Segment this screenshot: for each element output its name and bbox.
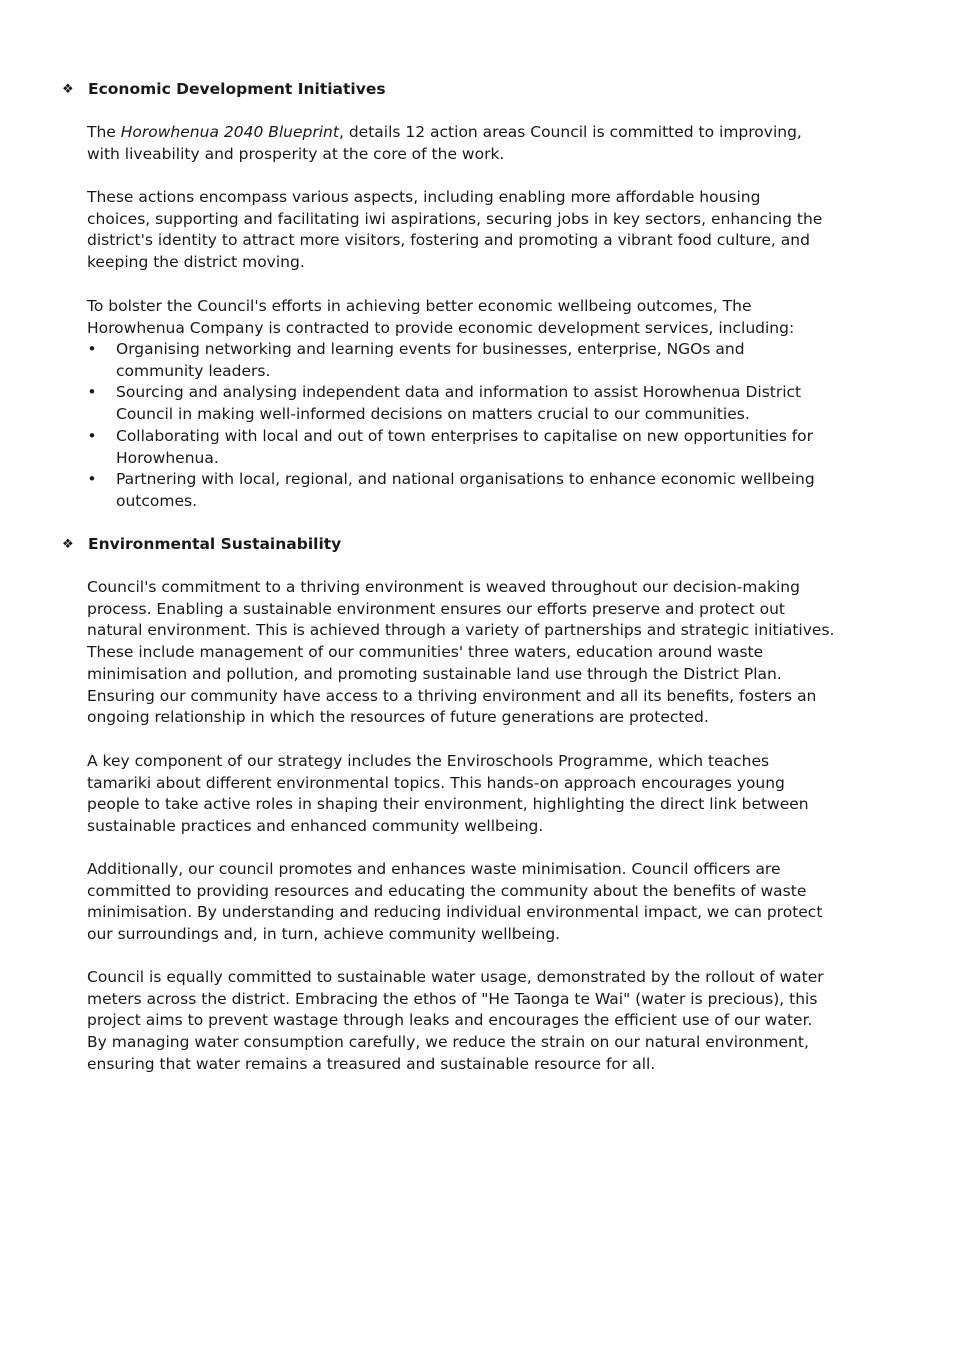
section-heading-economic: ❖ Economic Development Initiatives [62,79,386,101]
bullet-dot-icon: • [87,470,97,489]
diamond-dots-icon: ❖ [62,82,74,97]
enviroschools-paragraph: A key component of our strategy includes… [87,752,809,836]
section-heading-text: Economic Development Initiatives [88,80,386,98]
economic-company-paragraph: To bolster the Council's efforts in achi… [87,297,795,337]
bullet-dot-icon: • [87,383,97,402]
list-item: • Sourcing and analysing independent dat… [87,383,802,424]
environment-commitment-paragraph: Council's commitment to a thriving envir… [87,578,835,727]
section-heading-environmental: ❖ Environmental Sustainability [62,534,341,556]
section-heading-text: Environmental Sustainability [88,535,342,553]
list-item: • Organising networking and learning eve… [87,340,745,380]
blueprint-title: Horowhenua 2040 Blueprint [120,123,339,141]
economic-services-list: • Organising networking and learning eve… [87,339,917,513]
list-item: • Collaborating with local and out of to… [87,426,814,467]
intro-line-2: with liveability and prosperity at the c… [87,144,505,163]
bullet-dot-icon: • [87,426,97,445]
diamond-dots-icon: ❖ [62,537,74,552]
economic-actions-paragraph: These actions encompass various aspects,… [87,188,823,272]
water-usage-paragraph: Council is equally committed to sustaina… [87,968,824,1073]
intro-line-1: The Horowhenua 2040 Blueprint, details 1… [87,123,802,141]
waste-minimisation-paragraph: Additionally, our council promotes and e… [87,860,823,944]
economic-intro-paragraph: The Horowhenua 2040 Blueprint, details 1… [87,122,917,165]
bullet-dot-icon: • [87,340,97,358]
list-item: • Partnering with local, regional, and n… [87,470,815,510]
